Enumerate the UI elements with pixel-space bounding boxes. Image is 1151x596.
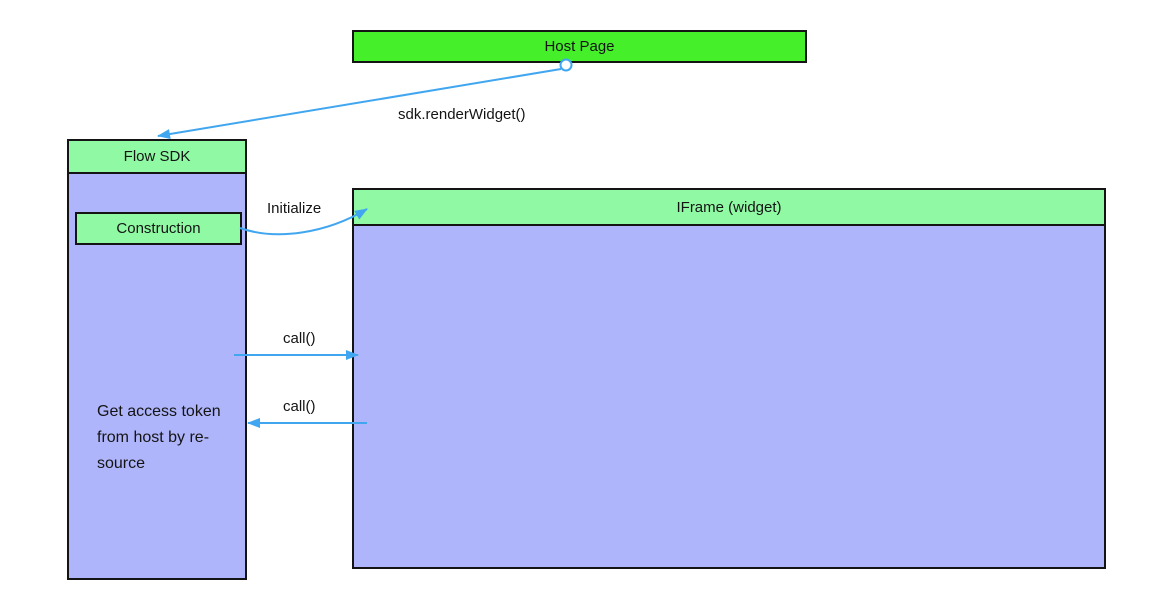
iframe-widget-box: IFrame (widget) <box>352 188 1106 569</box>
call-to-iframe-label: call() <box>283 330 316 347</box>
iframe-widget-header: IFrame (widget) <box>354 190 1104 226</box>
access-token-note: Get access token from host by re- source <box>97 399 232 477</box>
render-widget-arrow <box>157 68 562 139</box>
note-line: source <box>97 455 146 472</box>
initialize-label: Initialize <box>267 200 322 217</box>
note-line: Get access token <box>97 403 221 420</box>
note-line: from host by re- <box>97 429 210 446</box>
flow-sdk-header: Flow SDK <box>69 141 245 174</box>
call-to-sdk-label: call() <box>283 398 316 415</box>
host-page-box: Host Page <box>352 30 807 63</box>
host-page-label: Host Page <box>544 38 615 55</box>
flow-sdk-title: Flow SDK <box>123 148 191 165</box>
construction-label: Construction <box>116 220 201 237</box>
flow-sdk-box: Flow SDK Construction Get access token f… <box>67 139 247 580</box>
iframe-widget-title: IFrame (widget) <box>676 198 782 216</box>
construction-box: Construction <box>75 212 242 245</box>
render-widget-label: sdk.renderWidget() <box>398 106 526 123</box>
